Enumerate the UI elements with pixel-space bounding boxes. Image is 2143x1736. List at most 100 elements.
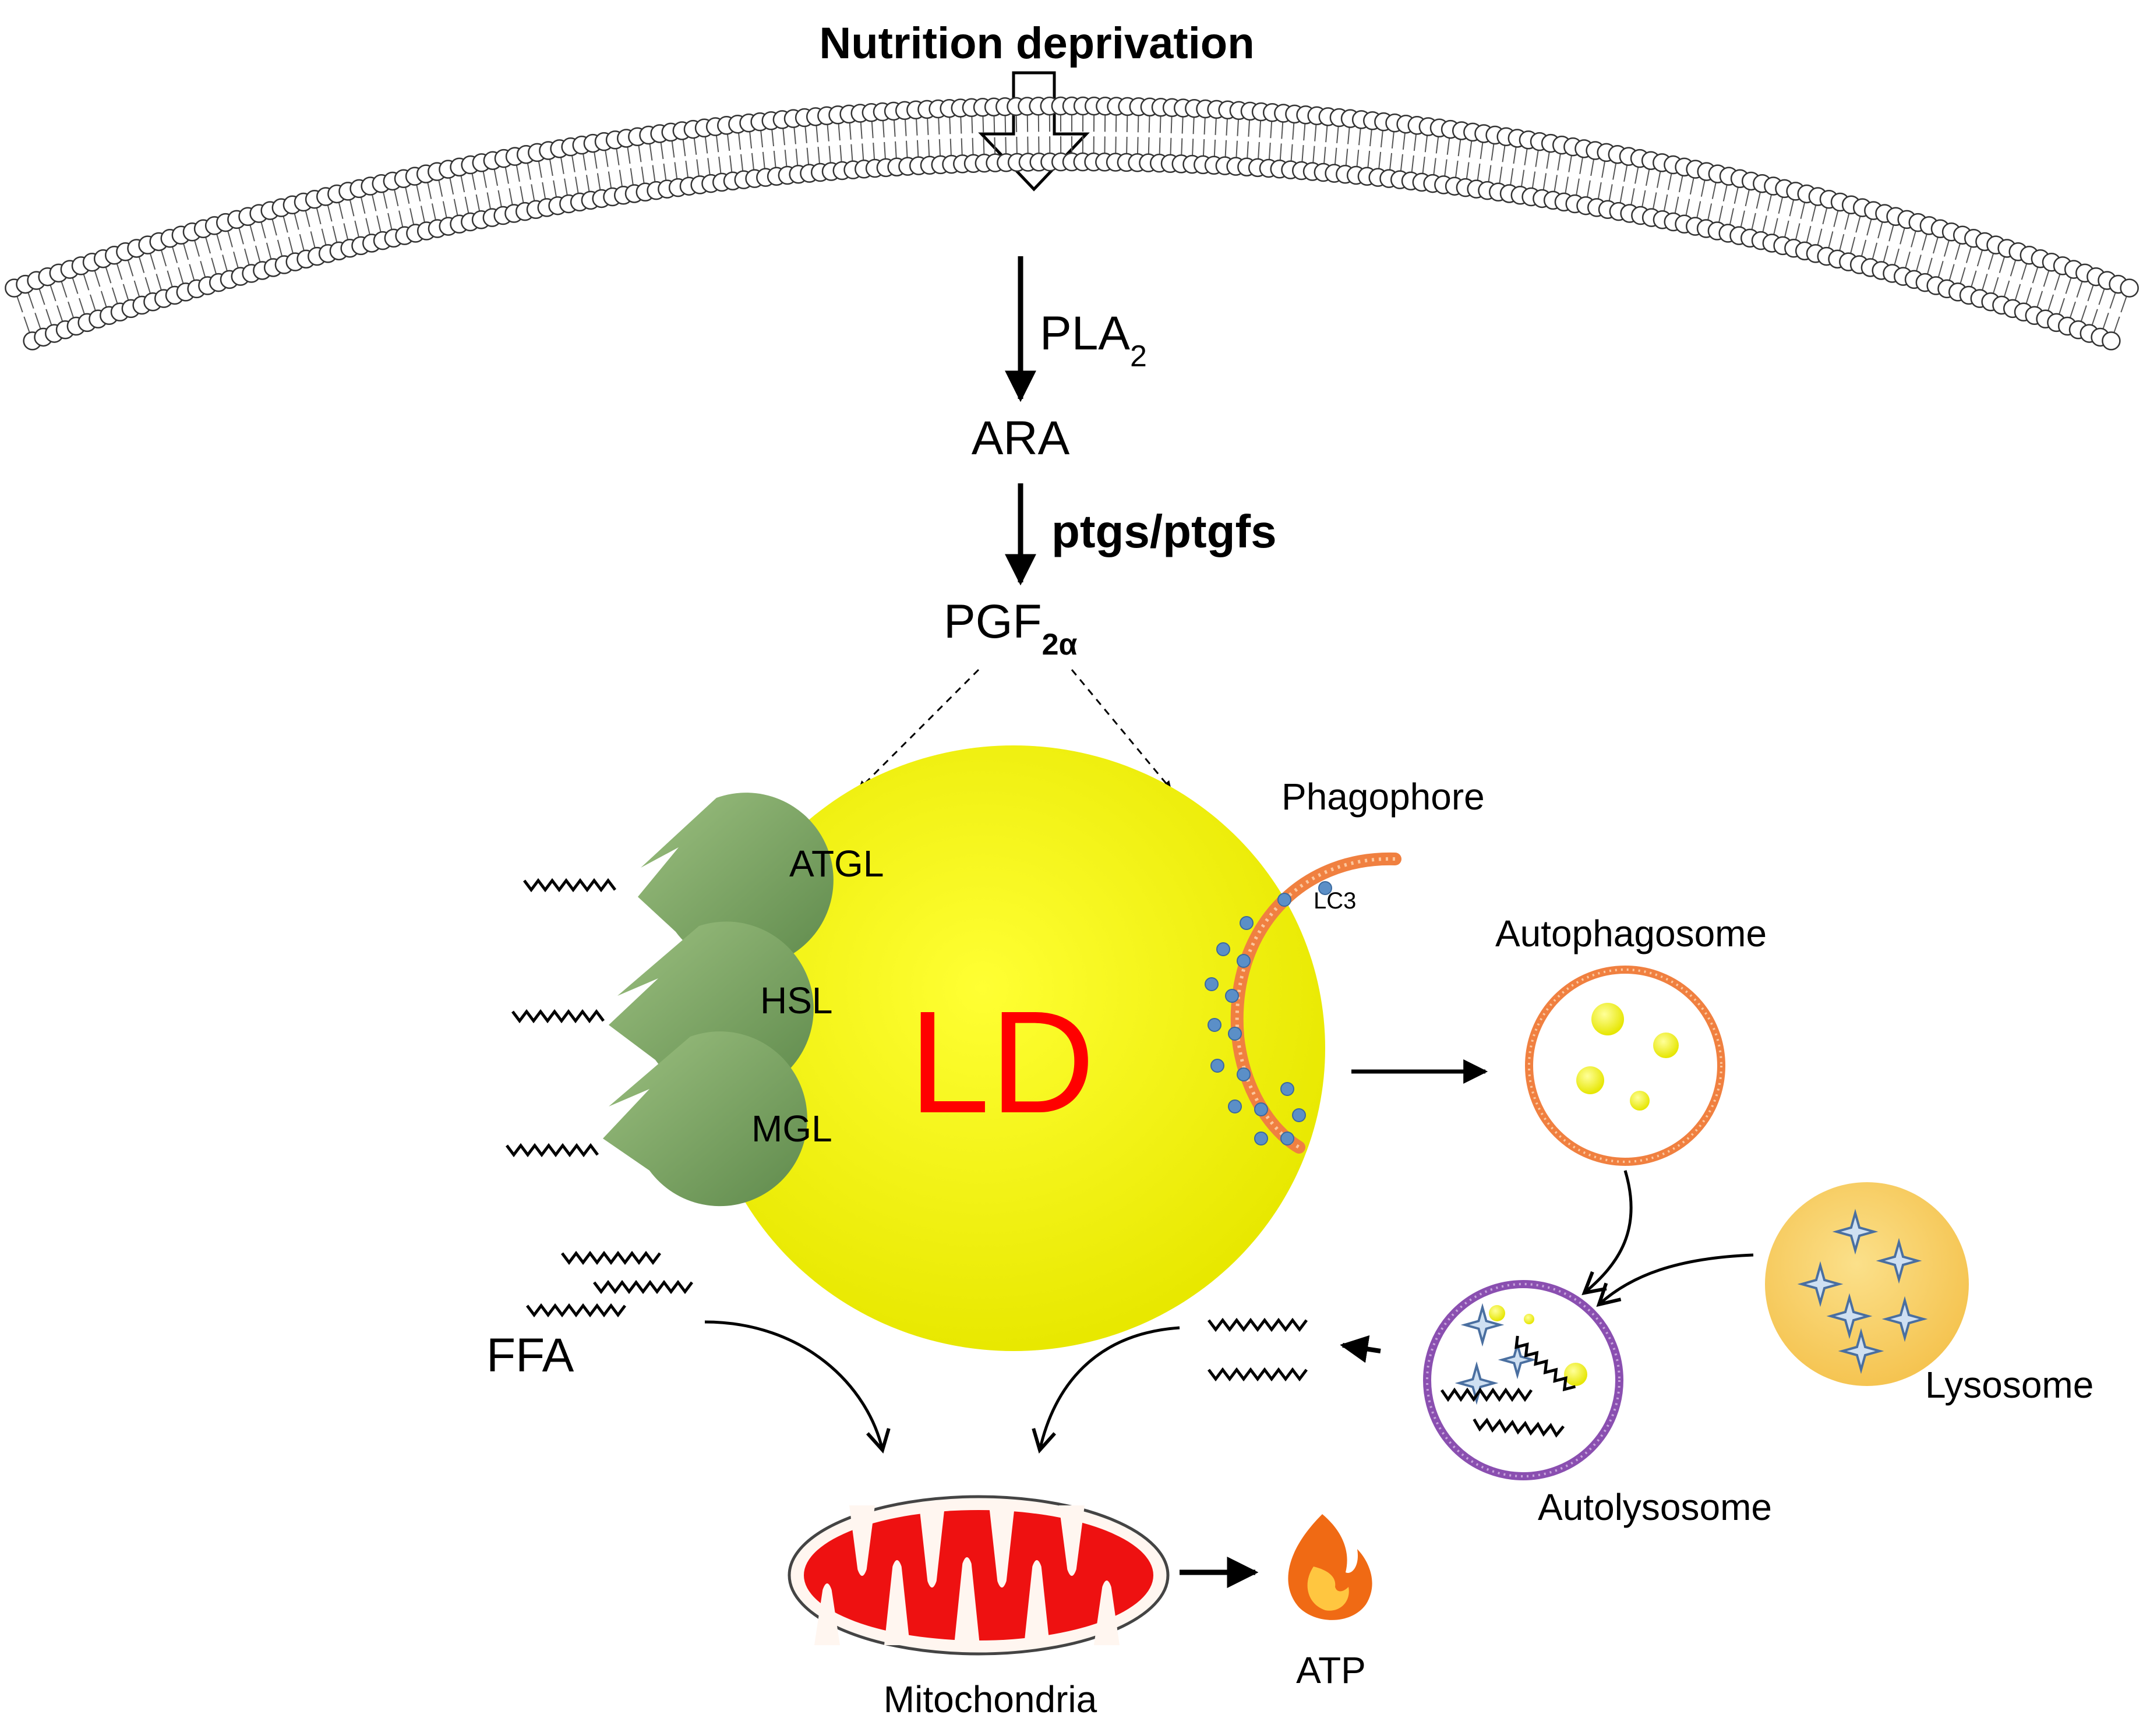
fatty-acid-chain [1473, 1417, 1565, 1438]
lipid-tail [2113, 316, 2120, 334]
lipid-tail [2087, 284, 2094, 302]
lipid-tail [2032, 266, 2039, 284]
mitochondria-label: Mitochondria [884, 1678, 1097, 1720]
lipid-tail [271, 218, 277, 236]
lipid-tail [1413, 133, 1417, 151]
lipid-tail [784, 150, 788, 168]
lipid-tail [726, 133, 730, 151]
lipid-tail [916, 140, 919, 158]
lipid-tail [321, 228, 327, 246]
lipid-tail [649, 143, 653, 161]
crista [919, 1505, 945, 1587]
mgl-label: MGL [751, 1108, 832, 1150]
lipid-tail [2069, 301, 2076, 319]
lipid-tail [804, 125, 807, 143]
lipid-tail [1634, 166, 1639, 184]
lipid-tail [1444, 159, 1448, 177]
lipid-tail [1524, 147, 1528, 165]
lipid-tail [382, 191, 388, 209]
lipid-tail [707, 158, 711, 176]
lipid-tail [1259, 119, 1262, 137]
hydrolase-star-icon [1826, 1293, 1873, 1339]
lc3-dot [1280, 1132, 1294, 1145]
lipid-tail [827, 123, 829, 142]
lipid-tail [68, 301, 75, 319]
lipid-vesicle [1489, 1305, 1505, 1321]
lipid-tail [1400, 154, 1403, 172]
lc3-dot [1240, 916, 1254, 930]
lipid-tail [1911, 230, 1916, 248]
lipid-tail [627, 146, 631, 164]
lipid-tail [1590, 158, 1595, 176]
lipid-tail [1855, 215, 1861, 233]
lipid-tail [1159, 115, 1161, 133]
lc3-dot [1237, 1067, 1251, 1081]
lipid-tail [1795, 223, 1800, 241]
lipid-tail [1015, 114, 1018, 132]
lipid-tail [1433, 158, 1436, 176]
lipid-tail [1652, 192, 1657, 210]
lipid-tail [1767, 193, 1773, 211]
lipid-tail [1502, 144, 1506, 162]
lipid-tail [34, 312, 41, 330]
lipid-tail [729, 155, 733, 173]
lipid-tail [116, 263, 123, 280]
lipid-tail [438, 179, 443, 197]
crista [849, 1505, 875, 1576]
lipid-tail [1987, 252, 1994, 270]
lipid-tail [871, 121, 874, 139]
lipid-tail [244, 248, 250, 266]
lc3-dot [1225, 989, 1239, 1003]
hydrolase-star-icon [1832, 1208, 1879, 1255]
lipid-tail [171, 246, 178, 263]
lipid-tail [338, 201, 344, 219]
lipid-tail [189, 264, 195, 281]
lipid-tail [1380, 130, 1383, 148]
lipid-tail [682, 139, 686, 157]
nutrition-deprivation-label: Nutrition deprivation [819, 19, 1254, 68]
lipid-tail [795, 149, 799, 167]
lipid-tail [486, 192, 492, 210]
lipid-tail [542, 182, 546, 200]
lipid-tail [100, 291, 107, 308]
lipid-tail [360, 196, 366, 214]
lipid-tail [718, 157, 722, 175]
lipid-tail [398, 210, 404, 228]
lipid-tail [1279, 143, 1282, 161]
lipid-tail [749, 130, 753, 149]
lipid-tail [509, 188, 513, 206]
lipid-tail [316, 207, 322, 225]
lipid-tail [1181, 116, 1184, 134]
lipid-tail [266, 242, 272, 260]
lipid-tail [431, 203, 437, 221]
lipid-tail [1674, 196, 1679, 214]
lipid-tail [89, 294, 97, 312]
lipid-head [2120, 278, 2139, 298]
lipid-tail [2080, 305, 2087, 323]
lipid-tail [2091, 309, 2098, 326]
lipid-tail [1575, 178, 1580, 196]
lipid-tail [1784, 220, 1789, 238]
lipid-tail [38, 288, 45, 305]
lipid-tail [2058, 298, 2065, 315]
lipid-tail [283, 215, 288, 233]
lipid-tail [1663, 194, 1668, 212]
lipid-tail [1579, 156, 1584, 174]
lipid-tail [1454, 160, 1459, 178]
lipid-tail [504, 166, 509, 184]
ffa-label: FFA [486, 1329, 574, 1382]
lipid-tail [1608, 184, 1613, 202]
pgf-dashed-arrow-right [1071, 669, 1172, 790]
lipid-tail [294, 213, 299, 230]
lipid-tail [1888, 224, 1894, 242]
lipid-tail [893, 119, 896, 137]
lc3-dot [1228, 1099, 1242, 1113]
lipid-tail [895, 141, 897, 159]
lipid-tail [45, 309, 52, 326]
lipid-tail [1838, 234, 1845, 252]
lipid-tail [1314, 123, 1317, 142]
lipid-tail [1148, 115, 1150, 133]
lipid-tail [751, 153, 755, 171]
lc3-dot [1210, 1059, 1224, 1073]
